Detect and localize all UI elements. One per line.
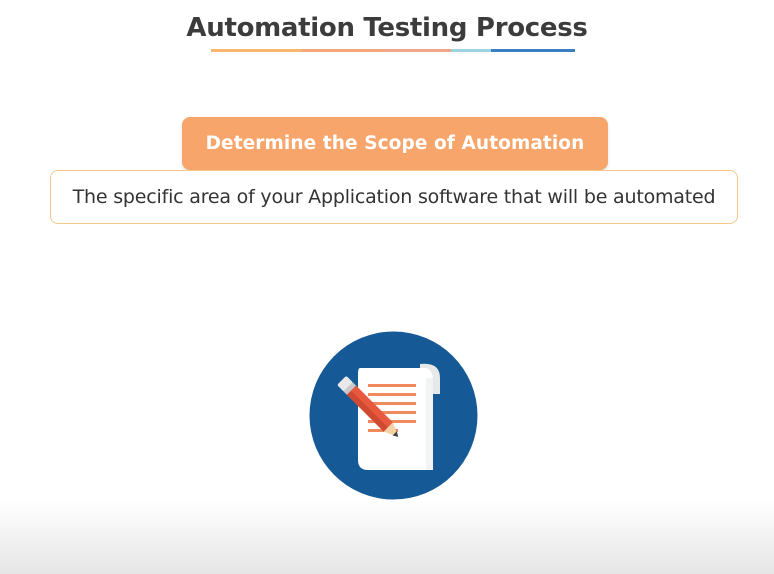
slide-title: Automation Testing Process bbox=[186, 13, 588, 43]
underline-segment bbox=[381, 49, 451, 52]
pencil-wood-tip bbox=[383, 422, 399, 437]
document-edge bbox=[426, 378, 433, 470]
document-line bbox=[368, 402, 416, 405]
pencil bbox=[337, 376, 399, 437]
document-paper bbox=[358, 368, 433, 470]
description-text: The specific area of your Application so… bbox=[72, 186, 716, 208]
underline-segment bbox=[301, 49, 381, 52]
document-line bbox=[368, 384, 416, 387]
underline-segment bbox=[451, 49, 491, 52]
pencil-lead bbox=[392, 431, 399, 437]
step-badge: Determine the Scope of Automation bbox=[182, 117, 608, 170]
description-box: The specific area of your Application so… bbox=[50, 170, 738, 224]
underline-segment bbox=[211, 49, 301, 52]
document-with-pencil-icon bbox=[309, 331, 478, 500]
pencil-body-shade bbox=[346, 390, 388, 432]
pencil-ferrule bbox=[343, 382, 357, 395]
pencil-body bbox=[346, 385, 393, 432]
document-line bbox=[368, 393, 416, 396]
document-line bbox=[368, 420, 416, 423]
document-line bbox=[368, 411, 416, 414]
underline-segment bbox=[491, 49, 575, 52]
step-badge-label: Determine the Scope of Automation bbox=[205, 133, 585, 154]
title-container: Automation Testing Process bbox=[0, 10, 774, 46]
pencil-eraser bbox=[337, 376, 353, 392]
title-underline bbox=[211, 49, 575, 52]
